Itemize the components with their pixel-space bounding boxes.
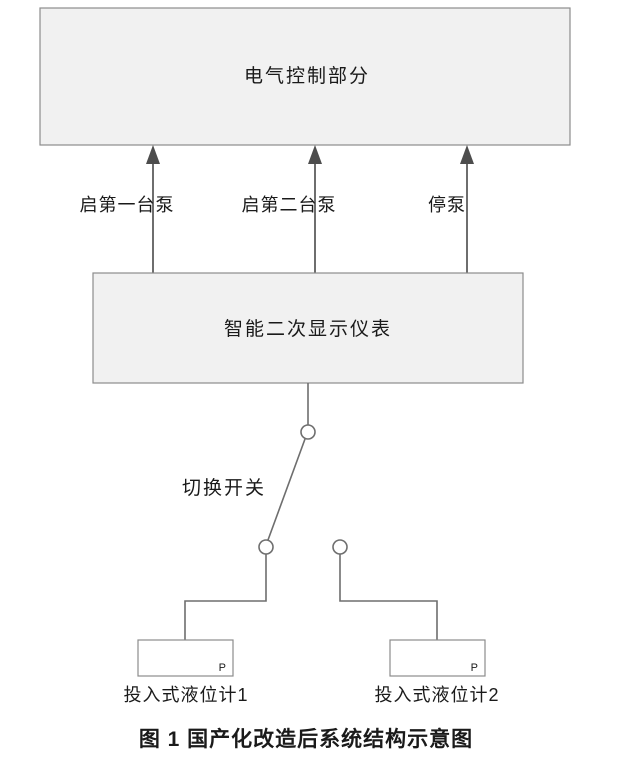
switch-lever xyxy=(267,438,306,541)
figure-caption: 图 1 国产化改造后系统结构示意图 xyxy=(139,727,473,751)
level-gauge2-label: 投入式液位计2 xyxy=(374,685,499,705)
sensor1-wire xyxy=(184,554,267,640)
level-gauge2-port-label: P xyxy=(471,662,478,674)
start-pump1-arrowhead-icon xyxy=(146,145,160,164)
electrical-control-label: 电气控制部分 xyxy=(244,65,370,87)
switch-label: 切换开关 xyxy=(182,477,266,499)
start-pump1-label: 启第一台泵 xyxy=(80,195,175,215)
switch-contact-2 xyxy=(332,539,348,555)
electrical-control-box xyxy=(39,7,571,146)
display-instrument-label: 智能二次显示仪表 xyxy=(224,318,392,340)
start-pump2-label: 启第二台泵 xyxy=(242,195,337,215)
stop-pump-label: 停泵 xyxy=(428,195,466,215)
switch-common-contact xyxy=(300,424,316,440)
switch-contact-1 xyxy=(258,539,274,555)
level-gauge2-box xyxy=(389,639,486,677)
level-gauge1-label: 投入式液位计1 xyxy=(123,685,248,705)
stop-pump-arrowhead-icon xyxy=(460,145,474,164)
level-gauge1-box xyxy=(137,639,234,677)
start-pump2-arrowhead-icon xyxy=(308,145,322,164)
display-instrument-box xyxy=(92,272,524,384)
level-gauge1-port-label: P xyxy=(219,662,226,674)
sensor2-wire xyxy=(339,554,438,640)
